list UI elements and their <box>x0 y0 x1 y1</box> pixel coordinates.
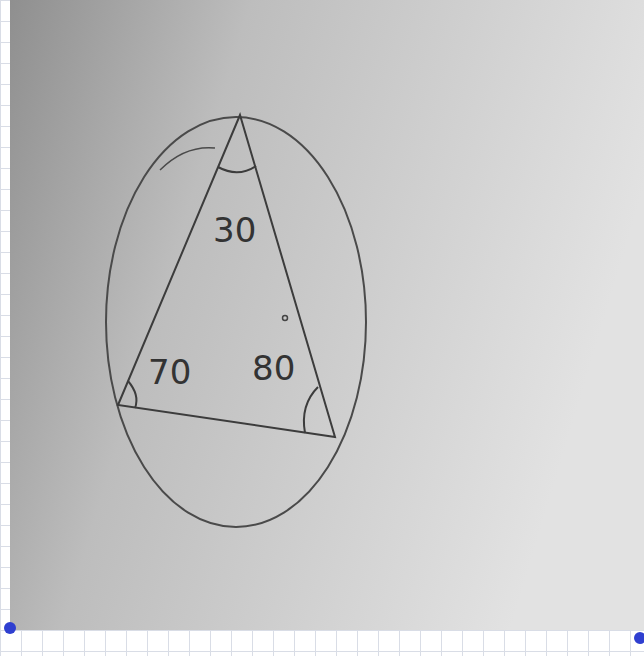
angle-arc <box>304 387 318 433</box>
angle-arc <box>128 381 136 408</box>
paper-photo <box>10 0 644 630</box>
angle-label: 70 <box>148 355 191 389</box>
handle-dot <box>634 632 644 644</box>
degree-mark <box>283 316 288 321</box>
angle-label: 30 <box>213 213 256 247</box>
circle <box>106 117 366 527</box>
handle-dot <box>4 622 16 634</box>
angle-arc <box>218 166 256 172</box>
stray-stroke <box>160 148 215 170</box>
angle-label: 80 <box>252 351 295 385</box>
inscribed-triangle <box>118 115 335 437</box>
